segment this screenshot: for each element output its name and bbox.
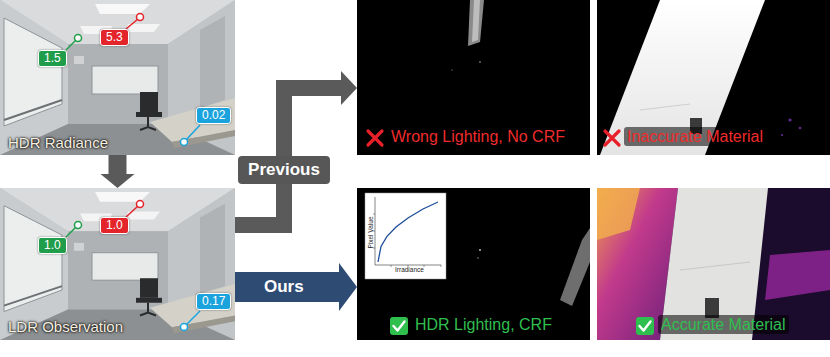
cross-icon (605, 131, 619, 145)
radiance-callout: 1.0 (38, 237, 67, 254)
arrow-body (235, 88, 342, 225)
arrow-head (101, 174, 135, 188)
callout-number: 1.0 (106, 218, 123, 233)
lighting-render-previous (479, 61, 481, 63)
callout-leader (181, 324, 188, 331)
flow-arrow (235, 71, 357, 225)
lighting-render-previous (468, 0, 484, 46)
material-render-previous (781, 134, 783, 136)
callout-leader (75, 35, 82, 42)
check-icon (390, 317, 408, 335)
radiance-callout: 0.17 (196, 293, 231, 310)
material-render-ours (597, 188, 640, 240)
material-render-ours (680, 262, 750, 270)
callout-leader (66, 227, 76, 237)
panel-label: HDR Lighting, CRF (412, 315, 555, 334)
lighting-render-ours (373, 214, 441, 267)
radiance-callout: 1.5 (38, 50, 67, 67)
room-photo (0, 188, 235, 340)
material-render-previous (799, 127, 801, 129)
material-render-ours (765, 250, 830, 300)
panel-label: Wrong Lighting, No CRF (388, 127, 568, 146)
callout-leader (66, 14, 200, 331)
lighting-render-ours (357, 188, 590, 340)
callout-leader (186, 311, 200, 325)
arrow-body (235, 272, 340, 302)
callout-leader (126, 19, 138, 29)
arrow-body (109, 155, 127, 175)
axis-label: Pixel Value (367, 216, 374, 248)
lighting-render-ours (479, 249, 481, 251)
material-render-previous (597, 0, 830, 155)
material-render-previous (640, 104, 690, 110)
callout-leader (186, 125, 200, 140)
lighting-result-panel: Pixel ValueIrradianceHDR Lighting, CRF (357, 188, 590, 340)
flow-arrow (101, 155, 135, 188)
cross-icon (368, 131, 382, 145)
callout-number: 0.17 (202, 294, 225, 309)
panel-label: LDR Observation (8, 318, 123, 336)
hdr-photo: 1.5 5.3 0.02HDR Radiance (0, 0, 235, 155)
flow-arrow (235, 263, 357, 311)
callout-leader (137, 14, 144, 21)
radiance-callout: 0.02 (196, 107, 231, 124)
panel-label: Accurate Material (658, 315, 789, 334)
arrow-label: Ours (254, 273, 314, 301)
lighting-render-previous (357, 0, 590, 155)
radiance-callout: 1.0 (100, 217, 129, 234)
lighting-render-previous (472, 0, 480, 42)
lighting-render-ours (357, 188, 590, 340)
callout-number: 0.02 (202, 108, 225, 123)
lighting-render-previous (357, 0, 590, 155)
callout-leader (126, 206, 138, 217)
material-render-ours (597, 188, 830, 340)
check-icon (394, 322, 405, 331)
material-result-panel: Inaccurate Material (597, 0, 830, 155)
panel-label: HDR Radiance (8, 134, 108, 152)
axis-label: Irradiance (395, 266, 424, 273)
callout-leader (66, 40, 76, 50)
ldr-photo: 1.0 1.0 0.17LDR Observation (0, 188, 235, 340)
lighting-render-ours (365, 193, 446, 279)
callout-number: 1.0 (44, 238, 61, 253)
arrow-head (341, 71, 357, 105)
material-render-previous (597, 0, 830, 155)
material-render-previous (789, 119, 792, 122)
check-icon (636, 317, 654, 335)
lighting-render-ours (375, 197, 441, 265)
lighting-render-ours (378, 202, 438, 262)
crf-plot: Pixel ValueIrradiance (365, 193, 446, 279)
lighting-result-panel: Wrong Lighting, No CRF (357, 0, 590, 155)
check-icon (640, 322, 651, 331)
panel-label: Inaccurate Material (624, 127, 766, 146)
material-render-ours (597, 188, 830, 340)
callout-number: 1.5 (44, 51, 61, 66)
callout-leader (75, 222, 82, 229)
arrow-label: Previous (238, 156, 330, 184)
callout-number: 5.3 (106, 30, 123, 45)
lighting-render-previous (451, 69, 453, 71)
callout-leader (181, 139, 188, 146)
lighting-render-ours (477, 257, 479, 259)
callout-leader (137, 201, 144, 208)
radiance-callout: 5.3 (100, 29, 129, 46)
arrow-head (339, 263, 357, 311)
room-photo (0, 0, 235, 155)
lighting-render-ours (560, 228, 590, 306)
material-result-panel: Accurate Material (597, 188, 830, 340)
